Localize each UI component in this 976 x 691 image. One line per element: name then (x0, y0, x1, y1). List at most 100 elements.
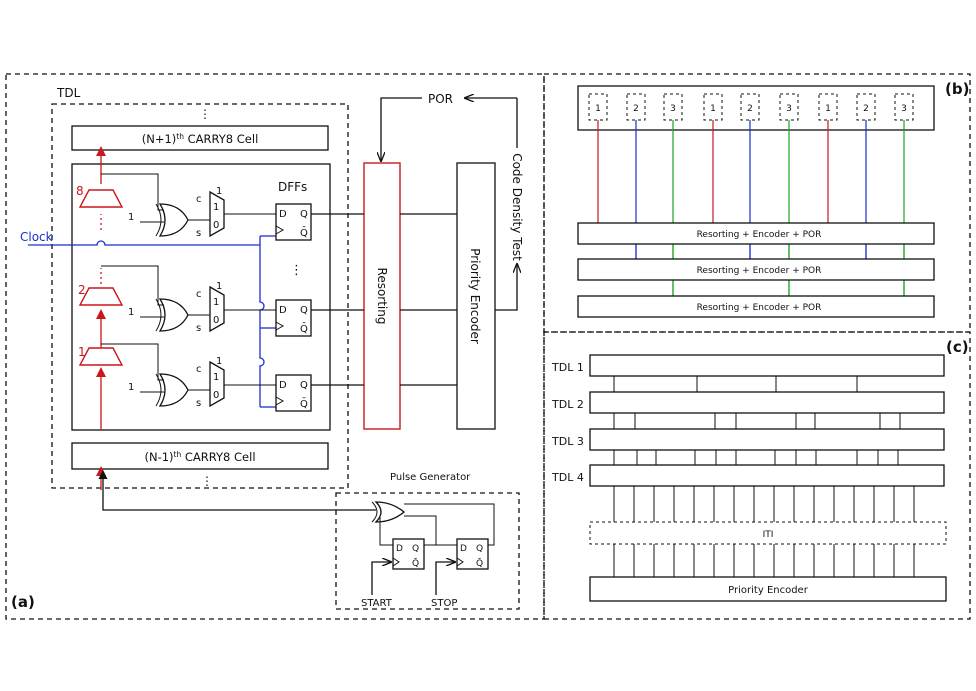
dff-qbar-label: Q̄ (300, 397, 308, 410)
dffs-dots: ⋮ (290, 263, 303, 278)
svg-text:D: D (396, 544, 403, 554)
mux-in1-label: 1 (216, 186, 222, 197)
code-density-test-label: Code Density Test (510, 153, 524, 261)
select-mux (209, 285, 225, 333)
panel-a-frame (5, 73, 545, 620)
clock-label: Clock (20, 230, 53, 244)
resorting-block (363, 162, 401, 430)
mux-label-8: 8 (76, 184, 84, 198)
dff-qbar-label: Q̄ (300, 226, 308, 239)
dff-q-label: Q (300, 305, 308, 316)
priority-encoder-block-c (589, 576, 947, 602)
xor-gate (158, 373, 189, 407)
dff-d-label: D (279, 209, 287, 220)
tap-box-5 (740, 93, 760, 121)
block-label-3: Resorting + Encoder + POR (697, 303, 822, 313)
xor-gate (158, 203, 189, 237)
mux-c-label: c (196, 194, 202, 205)
tap-box-2 (626, 93, 646, 121)
mux-c-label: c (196, 289, 202, 300)
dff (275, 299, 312, 337)
xor-input-label: 1 (128, 382, 134, 393)
resorting-label: Resorting (375, 268, 389, 325)
select-mux (209, 360, 225, 408)
dff (275, 203, 312, 241)
xor-gate (158, 298, 189, 332)
svg-text:Q: Q (476, 544, 483, 554)
top-dots: ⋮ (199, 107, 211, 121)
carry8-cell-top (71, 125, 329, 151)
tap-box-9 (894, 93, 914, 121)
mux-label-1: 1 (78, 345, 86, 359)
pulse-xor-gate (374, 501, 406, 523)
dff-q-label: Q (300, 209, 308, 220)
mux-s-label: s (196, 398, 201, 409)
tap-label-5: 2 (747, 104, 753, 114)
tdl-bar-4 (589, 464, 945, 487)
carry-mux-8 (78, 189, 124, 208)
priority-encoder-block-a (456, 162, 496, 430)
tap-label-7: 1 (825, 104, 831, 114)
tap-label-8: 2 (863, 104, 869, 114)
clock-line (28, 240, 260, 246)
priority-encoder-label-c: Priority Encoder (728, 585, 809, 596)
pulse-generator-region (335, 492, 520, 610)
resorting-encoder-block-2 (577, 258, 935, 281)
panel-b-label: (b) (945, 80, 969, 98)
tap-label-9: 3 (901, 104, 907, 114)
carry8-cell-top-label: (N+1)th CARRY8 Cell (142, 132, 259, 146)
start-label: START (361, 598, 393, 609)
mux-in1b-label: 1 (213, 297, 219, 308)
block-label-2: Resorting + Encoder + POR (697, 266, 822, 276)
start-dff (392, 538, 425, 570)
tap-box-6 (779, 93, 799, 121)
carry-mux-1 (78, 347, 124, 366)
dffs-label: DFFs (278, 180, 307, 194)
panel-a-label: (a) (11, 593, 35, 611)
clock-vertical (259, 236, 265, 407)
mux-in1b-label: 1 (213, 202, 219, 213)
block-label-1: Resorting + Encoder + POR (697, 230, 822, 240)
mux-in0-label: 0 (213, 390, 219, 401)
xor-input-label: 1 (128, 307, 134, 318)
tap-label-6: 3 (786, 104, 792, 114)
panel-c-label: (c) (946, 338, 969, 356)
tdl-label-2: TDL 2 (551, 398, 584, 411)
iti-block (589, 521, 947, 545)
tdl-bar-2 (589, 391, 945, 414)
pulse-generator-label: Pulse Generator (390, 472, 471, 483)
mux-in1-label: 1 (216, 281, 222, 292)
tdl-label-4: TDL 4 (551, 471, 584, 484)
por-label: POR (428, 92, 453, 106)
carry-mux-2 (78, 287, 124, 306)
mux-s-label: s (196, 323, 201, 334)
carry8-cell-bottom-label: (N-1)th CARRY8 Cell (144, 450, 255, 464)
panel-c-frame (543, 331, 971, 620)
mux-s-label: s (196, 228, 201, 239)
dff-q-label: Q (300, 380, 308, 391)
carry8-cell-bottom (71, 442, 329, 470)
mux-in0-label: 0 (213, 220, 219, 231)
dff-qbar-label: Q̄ (300, 322, 308, 335)
tap-box-4 (703, 93, 723, 121)
tdl-label-1: TDL 1 (551, 361, 584, 374)
resorting-encoder-block-1 (577, 222, 935, 245)
stop-dff (456, 538, 489, 570)
tap-label-3: 3 (670, 104, 676, 114)
dff-d-label: D (279, 305, 287, 316)
mux-c-label: c (196, 364, 202, 375)
tap-box-8 (856, 93, 876, 121)
dff (275, 374, 312, 412)
xor-input-label: 1 (128, 212, 134, 223)
resorting-encoder-block-3 (577, 295, 935, 318)
tdl-region (51, 103, 349, 489)
svg-text:D: D (460, 544, 467, 554)
tdl-label: TDL (56, 86, 81, 100)
tap-box-1 (588, 93, 608, 121)
mux-label-2: 2 (78, 283, 86, 297)
tap-bank (577, 85, 935, 131)
svg-text:Q̄: Q̄ (412, 557, 419, 569)
mux-in1-label: 1 (216, 356, 222, 367)
